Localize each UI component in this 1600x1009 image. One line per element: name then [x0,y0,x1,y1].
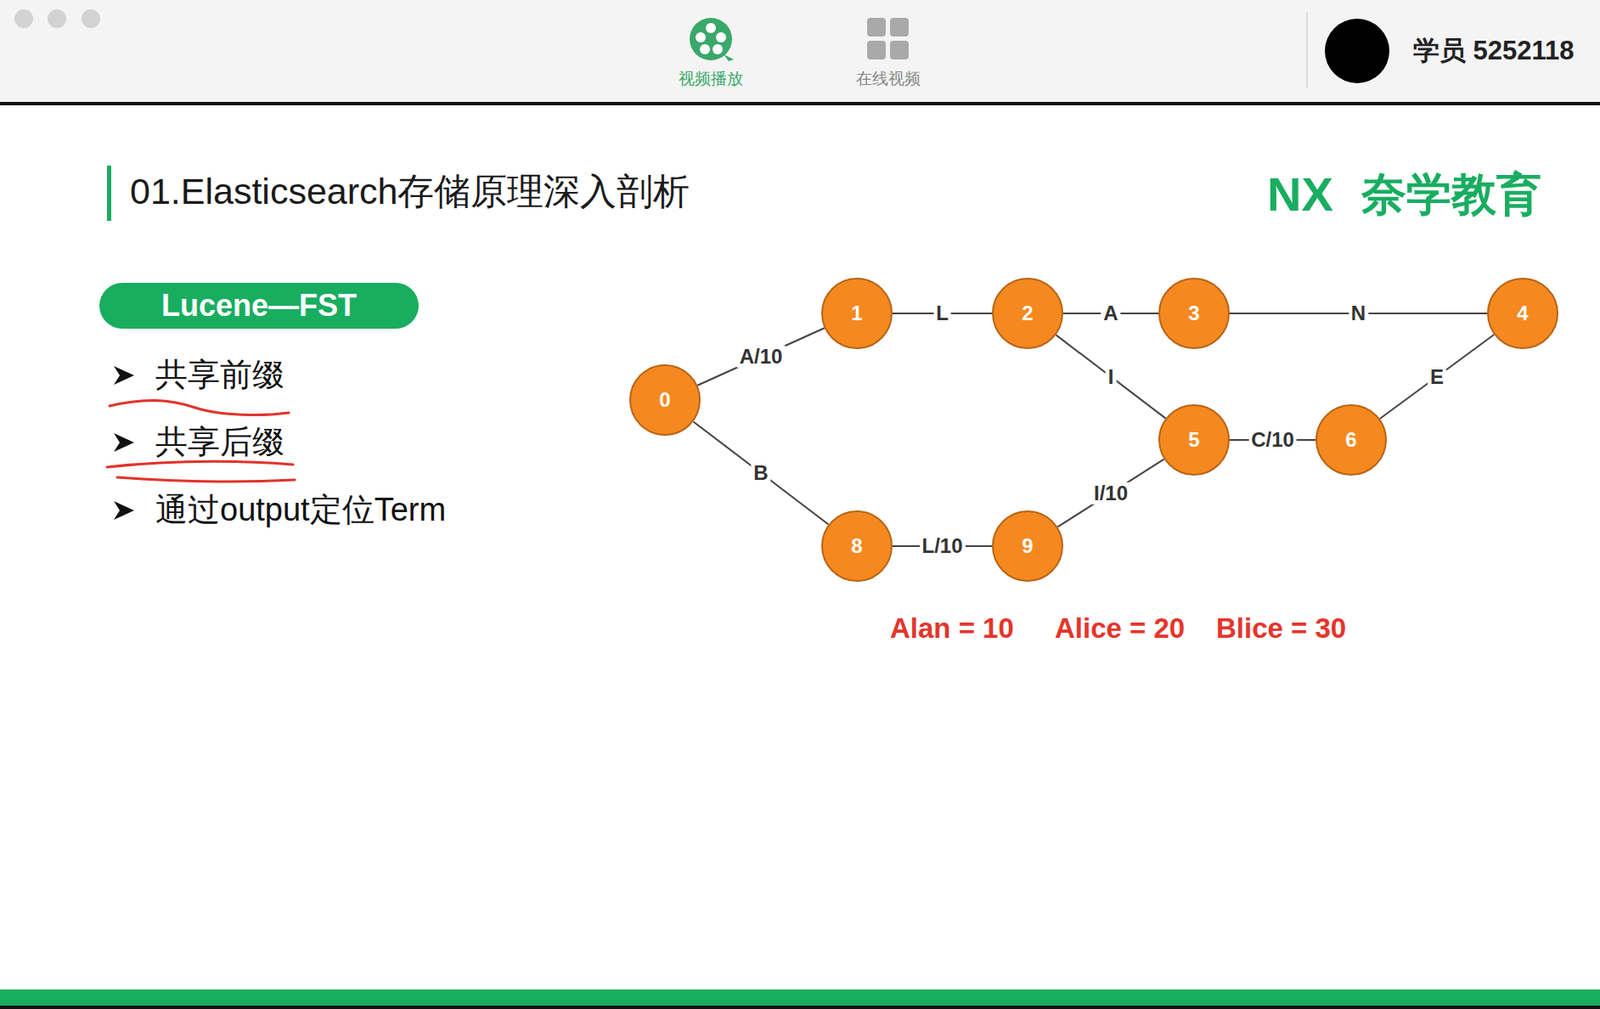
transition-label: C/10 [1248,428,1297,451]
bullet-text: 共享前缀 [155,356,285,395]
transition-label: I [1105,365,1117,388]
transition-label: A/10 [737,345,786,368]
transition-label: B [750,461,771,485]
top-bar-rule [0,101,1600,106]
transition-label: I/10 [1091,481,1131,504]
transition-line [1055,334,1166,418]
term-output: Alice = 20 [1054,612,1185,645]
avatar [1324,18,1390,84]
transition-line [1380,334,1494,419]
transition-label: E [1427,365,1447,388]
fst-state: 2 [991,277,1064,350]
term-output: Alan = 10 [890,612,1015,645]
transition-line [1057,459,1164,528]
logo-mark: NX [1267,167,1334,222]
tab-label: 视频播放 [678,69,744,89]
top-bar [0,0,1600,102]
transition-label: N [1348,302,1369,325]
logo-text: 奈学教育 [1361,169,1542,221]
user-name: 学员 5252118 [1413,35,1575,67]
slide-title: 01.Elasticsearch存储原理深入剖析 [129,170,691,213]
bullet-marker [113,366,135,520]
window-dot [14,9,34,29]
fst-state: 5 [1158,404,1230,476]
transition-label: L/10 [918,535,965,558]
grid-icon [867,17,909,60]
bottom-bar [0,989,1600,1006]
fst-state: 9 [991,510,1064,582]
transition-line [692,421,829,524]
state-number: 0 [659,388,671,412]
state-number: 5 [1188,428,1200,452]
section-pill: Lucene—FST [99,282,419,329]
bullet-text: 共享后缀 [155,423,285,462]
window-dot [81,9,101,29]
transition-label: A [1100,302,1121,325]
bar-separator [1306,11,1308,89]
fst-state: 4 [1487,277,1559,350]
term-output: Blice = 30 [1216,612,1347,645]
state-number: 4 [1516,301,1528,326]
fst-state: 3 [1158,277,1230,350]
state-number: 1 [850,301,862,326]
state-number: 3 [1188,301,1200,326]
title-bar-mark [107,165,112,221]
fst-state: 1 [821,277,893,350]
bottom-rule [0,1005,1600,1009]
tab-label: 在线视频 [856,69,921,89]
fst-state: 8 [821,510,893,582]
state-number: 9 [1021,534,1033,558]
pill-text: Lucene—FST [161,287,357,324]
fst-state: 6 [1315,404,1387,476]
film-reel-icon [689,17,734,62]
window-dot [47,9,67,29]
state-number: 6 [1345,428,1357,452]
state-number: 2 [1021,301,1033,326]
transition-line [697,327,824,385]
state-number: 8 [850,534,862,558]
hand-underline [107,400,295,482]
transition-label: L [933,302,952,325]
bullet-text: 通过output定位Term [155,491,446,530]
fst-state: 0 [629,364,701,436]
